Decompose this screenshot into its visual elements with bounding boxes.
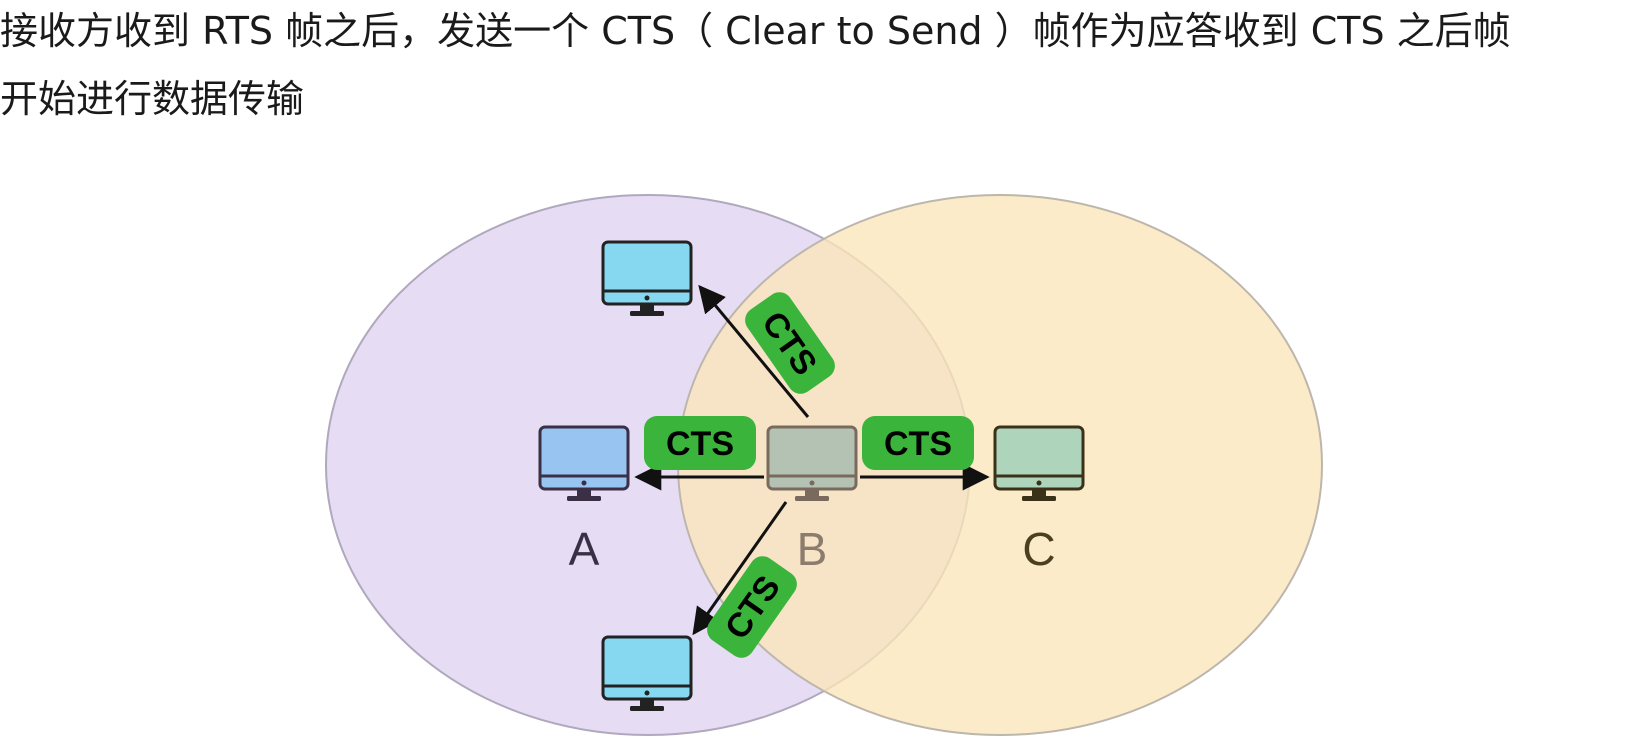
arrow-to-bottom (692, 501, 788, 636)
caption-line-1: 接收方收到 RTS 帧之后，发送一个 CTS（ Clear to Send ）帧… (0, 9, 1511, 53)
arrow-to-top (698, 284, 810, 418)
computer-top-icon (601, 240, 693, 316)
node-label-a: A (569, 523, 600, 575)
cts-badge-to-c: CTS (862, 416, 974, 470)
computer-c-icon (993, 425, 1085, 501)
caption-line-2: 开始进行数据传输 (0, 77, 305, 121)
cts-badge-to-a: CTS (644, 416, 756, 470)
node-label-c: C (1022, 523, 1055, 575)
computer-a-icon (538, 425, 630, 501)
computer-b-icon (766, 425, 858, 501)
cts-badge-to-a-label: CTS (666, 425, 734, 463)
computer-bottom-icon (601, 635, 693, 711)
cts-badge-to-c-label: CTS (884, 425, 952, 463)
node-label-b: B (797, 523, 828, 575)
